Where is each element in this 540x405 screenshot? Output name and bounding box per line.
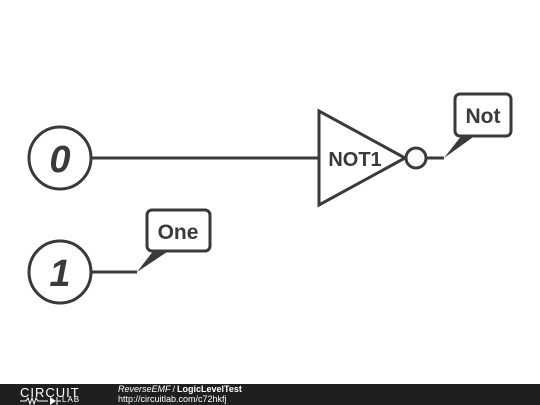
circuit-title[interactable]: LogicLevelTest bbox=[177, 384, 242, 394]
logo-resistor-diode-icon bbox=[20, 396, 61, 405]
circuit-url-link[interactable]: http://circuitlab.com/c72hkfj bbox=[118, 394, 227, 404]
gate-label: NOT1 bbox=[328, 149, 381, 171]
footer-bar: CIRCUIT LAB ReverseEMF/LogicLevelTest ht… bbox=[0, 384, 540, 405]
net-label-one-text: One bbox=[158, 221, 199, 244]
schematic-canvas: 0 1 NOT1 Not One bbox=[27, 92, 513, 305]
circuitlab-logo[interactable]: CIRCUIT LAB bbox=[14, 384, 98, 405]
meta-separator: / bbox=[172, 384, 176, 394]
net-label-not[interactable]: Not bbox=[444, 92, 513, 158]
input-source-0[interactable]: 0 bbox=[27, 125, 93, 191]
circuit-meta: ReverseEMF/LogicLevelTest http://circuit… bbox=[118, 384, 242, 404]
logo-text-top: CIRCUIT bbox=[20, 385, 80, 400]
net-label-not-text: Not bbox=[466, 105, 501, 128]
input-source-1-value: 1 bbox=[49, 253, 70, 295]
inverter-bubble bbox=[404, 146, 428, 170]
net-label-one[interactable]: One bbox=[137, 208, 212, 272]
not-gate[interactable]: NOT1 bbox=[317, 108, 428, 208]
author-name[interactable]: ReverseEMF bbox=[118, 384, 171, 394]
input-source-0-value: 0 bbox=[49, 139, 70, 181]
logo-text-bottom: LAB bbox=[62, 395, 81, 404]
input-source-1[interactable]: 1 bbox=[27, 239, 93, 305]
